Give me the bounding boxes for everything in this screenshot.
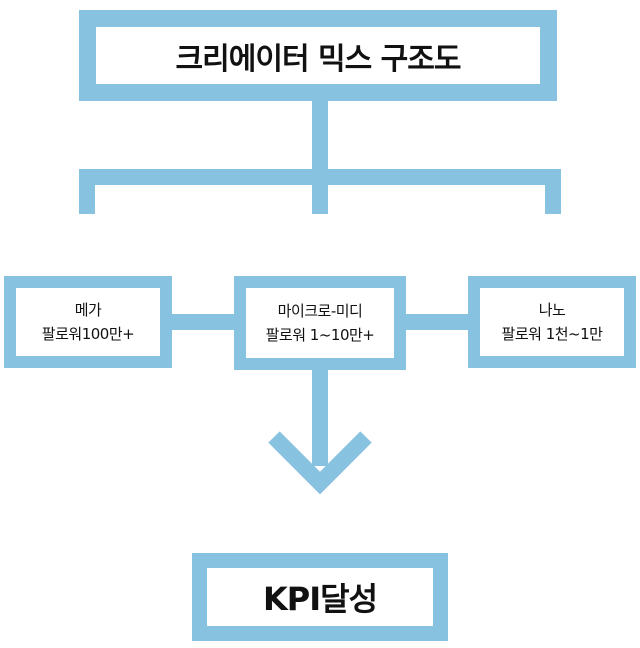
title-box: 크리에이터 믹스 구조도 [79,10,557,101]
title-stem [312,98,328,214]
goal-label: KPI달성 [262,580,378,618]
goal-box: KPI달성 [192,553,448,641]
tier-box-mega: 메가 팔로워100만+ [4,276,172,368]
tier-followers-mega: 팔로워100만+ [41,325,135,343]
tier-box-micro-midi: 마이크로-미디 팔로워 1~10만+ [234,276,406,370]
branch-right-drop [545,169,561,214]
arrow-head [268,431,372,495]
tier-name-micro-midi: 마이크로-미디 [277,302,363,320]
tier-name-nano: 나노 [538,301,566,319]
branch-left-drop [79,169,95,214]
arrow-shaft [312,366,328,466]
tier-link-left [168,314,238,330]
diagram-title: 크리에이터 믹스 구조도 [175,41,462,77]
tier-followers-micro-midi: 팔로워 1~10만+ [265,326,375,344]
tier-followers-nano: 팔로워 1천~1만 [501,325,603,343]
branch-bar [79,169,561,185]
tier-box-nano: 나노 팔로워 1천~1만 [468,276,636,368]
tier-link-right [402,314,472,330]
tier-name-mega: 메가 [74,301,102,319]
